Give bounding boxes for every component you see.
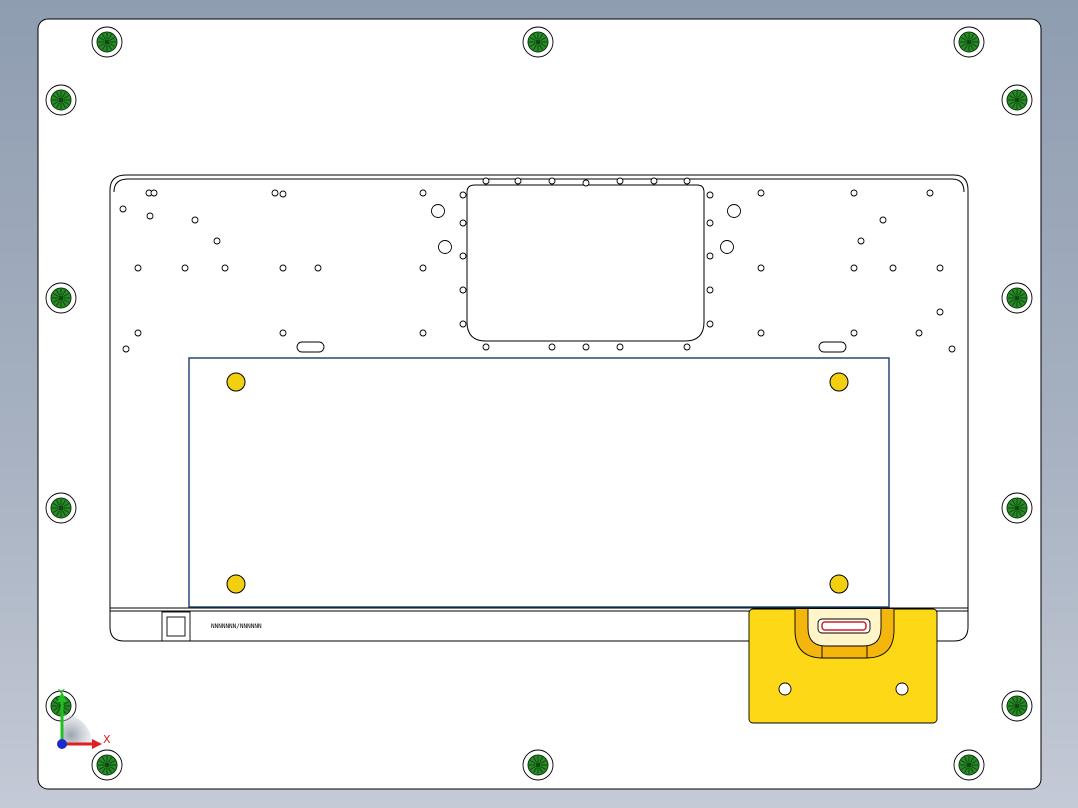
fastener-screw	[1001, 690, 1033, 722]
display-window-cutout[interactable]	[466, 184, 705, 342]
large-mounting-hole	[720, 240, 734, 254]
mounting-hole	[757, 329, 765, 337]
magnet-pad	[226, 372, 246, 392]
mounting-hole	[889, 264, 897, 272]
mounting-hole	[213, 237, 221, 245]
mounting-hole	[279, 190, 287, 198]
fastener-screw	[91, 26, 123, 58]
y-axis-label: Y	[57, 687, 65, 700]
mounting-hole	[616, 177, 624, 185]
fastener-screw	[45, 282, 77, 314]
magnet-pad	[829, 372, 849, 392]
magnet-group	[226, 372, 849, 594]
fastener-screw	[1001, 492, 1033, 524]
mounting-hole	[582, 343, 590, 351]
fastener-screw	[45, 84, 77, 116]
fastener-screw	[953, 749, 985, 781]
mounting-hole	[419, 264, 427, 272]
mounting-hole	[191, 216, 199, 224]
mounting-hole	[757, 264, 765, 272]
mounting-hole	[706, 191, 714, 199]
mounting-hole	[419, 329, 427, 337]
connector-port[interactable]	[161, 611, 191, 642]
mounting-hole	[548, 343, 556, 351]
fastener-screw	[953, 26, 985, 58]
fastener-screw	[1001, 84, 1033, 116]
mounting-hole	[459, 191, 467, 199]
mounting-hole	[459, 286, 467, 294]
mounting-hole	[879, 216, 887, 224]
large-mounting-hole	[438, 240, 452, 254]
fastener-screw	[91, 749, 123, 781]
mounting-hole	[548, 177, 556, 185]
large-mounting-hole	[431, 204, 445, 218]
latch-assembly[interactable]	[748, 608, 938, 724]
mounting-hole	[271, 189, 279, 197]
mounting-hole	[857, 237, 865, 245]
mounting-hole	[757, 189, 765, 197]
mounting-hole	[146, 212, 154, 220]
mounting-hole	[459, 219, 467, 227]
latch-screw-hole-left	[778, 682, 792, 696]
mounting-hole	[419, 189, 427, 197]
mounting-hole	[482, 177, 490, 185]
cable-slot-left	[296, 341, 325, 353]
mounting-hole	[150, 189, 158, 197]
mounting-hole	[948, 345, 956, 353]
mounting-hole	[926, 189, 934, 197]
fastener-screw	[522, 26, 554, 58]
mounting-hole	[850, 329, 858, 337]
fastener-screw	[1001, 282, 1033, 314]
magnet-pad	[226, 574, 246, 594]
mounting-hole	[119, 205, 127, 213]
mounting-hole	[134, 264, 142, 272]
mounting-hole	[279, 264, 287, 272]
mounting-hole	[706, 286, 714, 294]
fastener-screw	[45, 492, 77, 524]
mounting-hole	[936, 308, 944, 316]
x-axis-label: X	[103, 733, 111, 746]
mounting-hole	[683, 177, 691, 185]
mounting-hole	[582, 179, 590, 187]
mounting-hole	[221, 264, 229, 272]
mounting-hole	[134, 329, 142, 337]
cable-slot-right	[818, 341, 847, 353]
mounting-hole	[459, 320, 467, 328]
recessed-panel[interactable]	[188, 357, 890, 608]
fastener-screw	[522, 749, 554, 781]
mounting-hole	[915, 329, 923, 337]
mounting-hole	[650, 177, 658, 185]
base-plate[interactable]	[37, 18, 1042, 790]
large-mounting-hole	[727, 204, 741, 218]
mounting-hole-pattern	[119, 177, 956, 353]
fastener-group	[45, 26, 1033, 781]
magnet-pad	[829, 574, 849, 594]
mounting-hole	[122, 345, 130, 353]
mounting-hole	[459, 252, 467, 260]
mounting-hole	[850, 189, 858, 197]
mounting-hole	[683, 343, 691, 351]
mounting-hole	[181, 264, 189, 272]
mounting-hole	[706, 219, 714, 227]
mounting-hole	[850, 264, 858, 272]
latch-screw-hole-right	[895, 682, 909, 696]
mounting-hole	[706, 320, 714, 328]
mounting-hole	[279, 329, 287, 337]
mounting-hole	[616, 343, 624, 351]
engraved-label: NNNNNNN/NNNNNN	[211, 623, 262, 630]
coordinate-triad: X Y	[57, 687, 111, 749]
mounting-hole	[936, 264, 944, 272]
mounting-hole	[314, 264, 322, 272]
triad-origin	[57, 739, 67, 749]
mounting-hole	[706, 252, 714, 260]
mounting-hole	[514, 177, 522, 185]
mounting-hole	[482, 343, 490, 351]
